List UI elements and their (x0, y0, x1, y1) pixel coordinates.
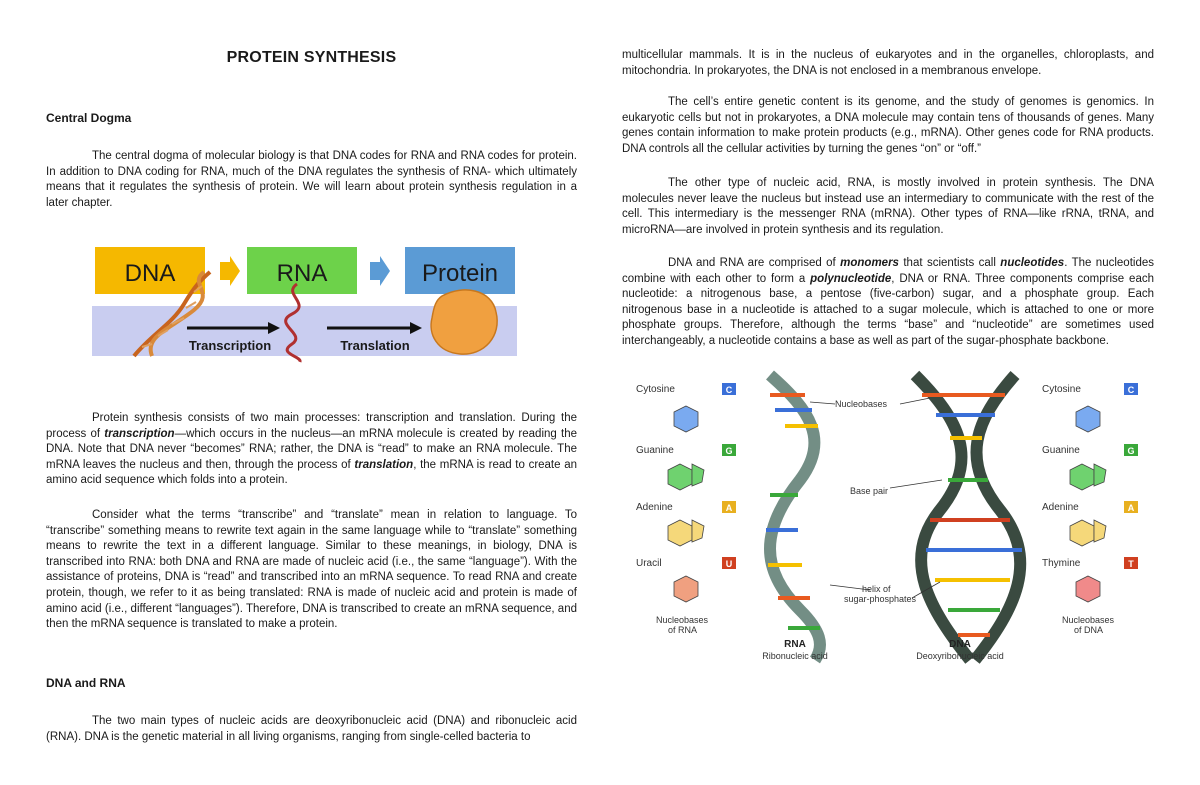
adenine-label-left: Adenine (636, 502, 673, 513)
paragraph-central-dogma: The central dogma of molecular biology i… (46, 150, 577, 209)
thymine-label: Thymine (1042, 558, 1081, 569)
term-transcription: transcription (104, 427, 175, 440)
cytosine-label-right: Cytosine (1042, 384, 1081, 395)
guanine-molecule-icon-right (1069, 463, 1095, 491)
cytosine-badge-right: C (1128, 385, 1135, 395)
paragraph-genome: The cell’s entire genetic content is its… (622, 96, 1154, 155)
adenine-badge-right: A (1128, 503, 1135, 513)
base-pair-label: Base pair (850, 486, 888, 496)
cytosine-label-left: Cytosine (636, 384, 675, 395)
paragraph-nucleic-acids: The two main types of nucleic acids are … (46, 715, 577, 743)
transcription-label: Transcription (189, 338, 271, 353)
central-dogma-figure: DNA RNA Protein Transcription Translatio… (92, 247, 517, 363)
nucleobases-of-rna-label-1: Nucleobases (656, 615, 709, 625)
paragraph-rna: The other type of nucleic acid, RNA, is … (622, 177, 1154, 236)
paragraph-protein-synthesis: Protein synthesis consists of two main p… (46, 412, 577, 487)
paragraph-nucleotides: DNA and RNA are comprised of monomers th… (622, 257, 1154, 347)
adenine-badge: A (726, 503, 733, 513)
protein-box-label: Protein (422, 260, 498, 287)
term-polynucleotide: polynucleotide (810, 272, 892, 285)
rna-box-label: RNA (277, 260, 328, 287)
thymine-molecule-icon (1075, 575, 1101, 603)
cytosine-molecule-icon-right (1075, 405, 1101, 433)
nucleobases-of-dna-label-2: of DNA (1074, 625, 1103, 635)
nucleobases-label: Nucleobases (835, 399, 888, 409)
section-heading-dna-rna: DNA and RNA (46, 676, 126, 690)
uracil-molecule-icon (673, 575, 699, 603)
rna-full-label: Ribonucleic acid (762, 651, 828, 661)
rna-dna-figure: Cytosine Guanine Adenine Uracil C G A U … (636, 370, 1138, 664)
guanine-label-right: Guanine (1042, 445, 1080, 456)
term-nucleotides: nucleotides (1000, 257, 1065, 269)
paragraph-continued: multicellular mammals. It is in the nucl… (622, 49, 1154, 77)
protein-box (405, 247, 515, 294)
term-translation: translation (354, 458, 414, 471)
rna-label: RNA (784, 639, 806, 650)
dna-helix-icon (132, 270, 212, 358)
guanine-badge-right: G (1127, 446, 1134, 456)
cytosine-badge: C (726, 385, 733, 395)
guanine-label-left: Guanine (636, 445, 674, 456)
adenine-molecule-icon-right (1069, 519, 1095, 547)
dna-box (95, 247, 205, 294)
dna-full-label: Deoxyribonucleic acid (916, 651, 1004, 661)
dna-double-helix-icon (910, 370, 1027, 664)
page-title: PROTEIN SYNTHESIS (226, 49, 397, 66)
rna-helix-icon (764, 370, 826, 664)
nucleobases-of-dna-label-1: Nucleobases (1062, 615, 1115, 625)
paragraph-transcribe-translate: Consider what the terms “transcribe” and… (46, 509, 577, 631)
guanine-badge: G (725, 446, 732, 456)
dna-box-label: DNA (125, 260, 176, 287)
section-heading-central-dogma: Central Dogma (46, 111, 132, 125)
protein-blob-icon (430, 289, 498, 355)
adenine-molecule-icon (667, 519, 693, 547)
dna-label: DNA (949, 639, 971, 650)
arrow-right-icon (220, 256, 240, 286)
thymine-badge: T (1128, 559, 1134, 569)
uracil-label: Uracil (636, 558, 662, 569)
cytosine-molecule-icon (673, 405, 699, 433)
arrow-right-icon (370, 256, 390, 286)
helix-label-2: sugar-phosphates (844, 594, 917, 604)
term-monomers: monomers (840, 257, 899, 269)
nucleobases-of-rna-label-2: of RNA (668, 625, 697, 635)
uracil-badge: U (726, 559, 733, 569)
rna-strand-icon (284, 282, 302, 363)
guanine-molecule-icon (667, 463, 693, 491)
adenine-label-right: Adenine (1042, 502, 1079, 513)
rna-box (247, 247, 357, 294)
translation-label: Translation (340, 338, 409, 353)
helix-label-1: helix of (862, 584, 891, 594)
